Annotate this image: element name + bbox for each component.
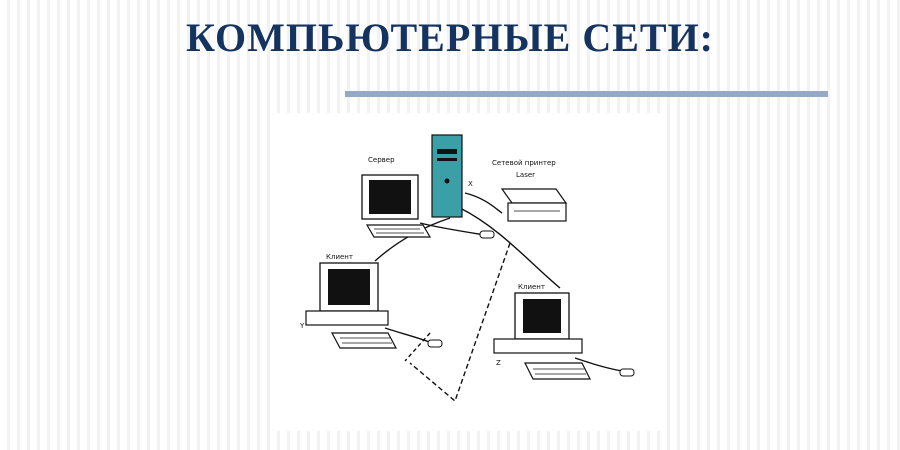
dashed-route [409, 242, 511, 403]
server-tower-icon [431, 134, 463, 218]
marker-z: Z [496, 359, 501, 367]
mouse-cable-server [419, 222, 486, 236]
client-left-label: Клиент [326, 253, 353, 261]
cable-to-right-client [459, 207, 561, 289]
server-computer-icon [361, 174, 495, 239]
marker-x: X [468, 180, 473, 188]
network-printer-icon [500, 188, 568, 222]
cable-tower-to-printer [464, 192, 503, 214]
network-cables [374, 192, 623, 403]
server-label: Сервер [368, 156, 395, 164]
dashed-link [404, 332, 431, 362]
client-right-label: Клиент [518, 283, 545, 291]
network-diagram: Сервер Сетевой принтер Laser Клиент Клие… [270, 113, 666, 431]
accent-rule [345, 91, 828, 97]
network-printer-label: Сетевой принтер [492, 159, 556, 167]
mouse-cable-right [574, 357, 623, 372]
client-computer-right-icon [493, 292, 635, 380]
client-computer-left-icon [305, 262, 443, 349]
slide-title: КОМПЬЮТЕРНЫЕ СЕТИ: [185, 15, 715, 60]
printer-model-label: Laser [516, 171, 535, 179]
marker-y: Y [299, 322, 305, 330]
